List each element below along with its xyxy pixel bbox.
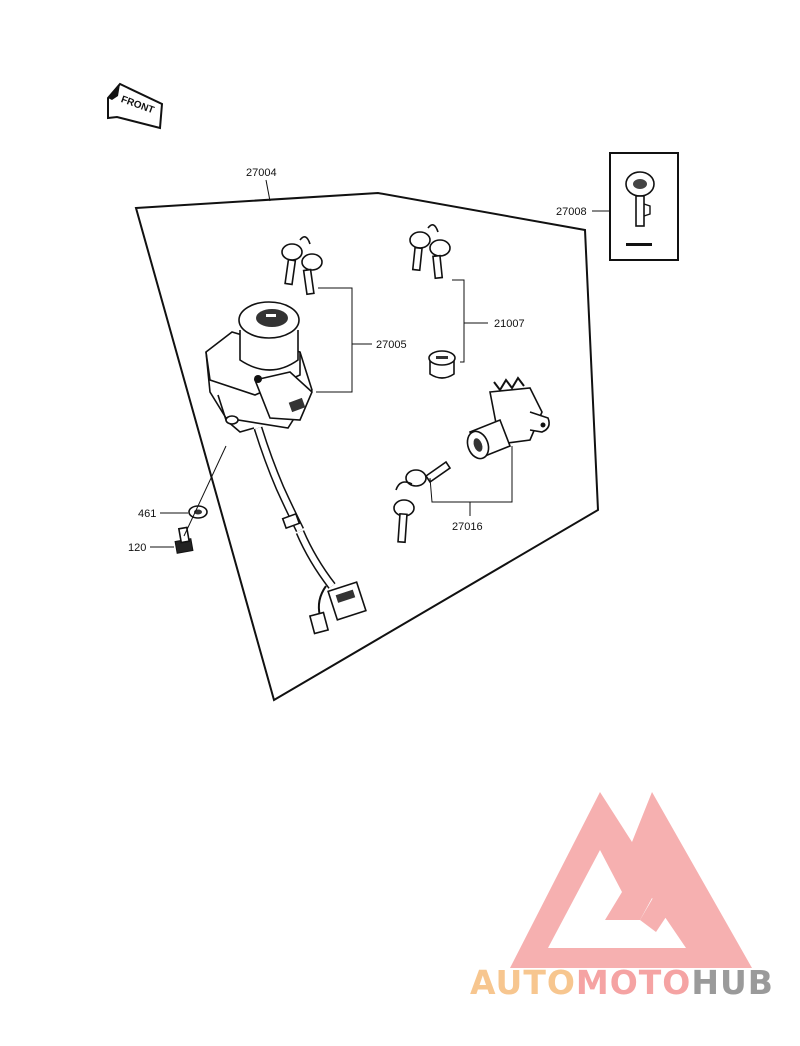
callout-27008: 27008 [556, 206, 587, 218]
brand-moto: MOTO [576, 963, 691, 1002]
callout-120: 120 [128, 542, 146, 554]
bolt-icon [174, 526, 194, 554]
assembly-boundary [134, 191, 600, 702]
seat-lock-icon [466, 376, 550, 460]
watermark-brand: AUTOMOTOHUB [470, 963, 774, 1002]
washer-icon [188, 505, 208, 519]
watermark-logo [510, 792, 752, 968]
front-arrow-icon: FRONT [107, 82, 164, 130]
lock-cap-keys-icon [409, 224, 451, 280]
callout-27016: 27016 [452, 521, 483, 533]
ignition-keys-icon [281, 236, 323, 296]
wire-harness-icon [253, 426, 367, 635]
callout-461: 461 [138, 508, 156, 520]
callout-21007: 21007 [494, 318, 525, 330]
brand-hub: HUB [691, 963, 774, 1002]
callout-27005: 27005 [376, 339, 407, 351]
brand-auto: AUTO [470, 963, 576, 1002]
callout-27004: 27004 [246, 167, 277, 179]
key-blank-card [609, 152, 679, 261]
ignition-switch-icon [205, 301, 313, 433]
seat-lock-keys-icon [393, 460, 452, 544]
lock-cap-icon [428, 350, 456, 379]
